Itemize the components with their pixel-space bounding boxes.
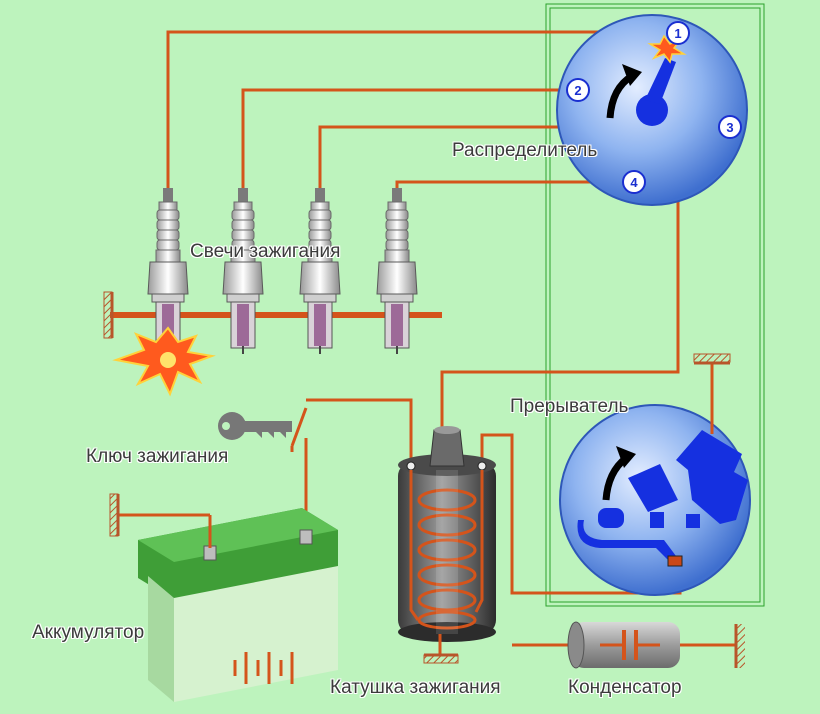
condenser-ground xyxy=(734,624,745,668)
condenser-label: Конденсатор xyxy=(568,677,682,698)
breaker-label: Прерыватель xyxy=(510,396,629,417)
key-icon xyxy=(218,412,292,440)
coil-ground xyxy=(423,634,459,664)
spark-plug-4 xyxy=(376,187,418,355)
distributor-terminal-2: 2 xyxy=(566,78,590,102)
breaker-cam xyxy=(628,464,678,512)
svg-text:1: 1 xyxy=(674,26,681,41)
distributor-terminal-1: 1 xyxy=(666,21,690,45)
ignition-coil-label: Катушка зажигания xyxy=(330,677,501,698)
distributor-terminal-4: 4 xyxy=(622,170,646,194)
breaker xyxy=(559,404,751,596)
breaker-ground xyxy=(693,353,731,434)
spark-plug-3 xyxy=(299,187,341,355)
ignition-coil xyxy=(398,426,496,642)
ignition-switch-contact xyxy=(290,407,308,447)
spark-plug-2 xyxy=(222,187,264,355)
distributor-label: Распределитель xyxy=(452,140,598,161)
breaker-arm xyxy=(676,430,748,524)
condenser xyxy=(567,621,680,669)
ignition-key-label: Ключ зажигания xyxy=(86,446,229,467)
engine-ground-bar xyxy=(103,291,442,339)
battery xyxy=(138,508,338,702)
battery-ground xyxy=(109,493,212,548)
rotation-arrow-icon xyxy=(602,446,636,501)
distributor-terminal-3: 3 xyxy=(718,115,742,139)
rotation-arrow-icon xyxy=(606,64,642,119)
rotor-arm xyxy=(645,58,676,104)
svg-text:2: 2 xyxy=(574,83,581,98)
svg-text:3: 3 xyxy=(726,120,733,135)
spark-plugs-label: Свечи зажигания xyxy=(190,241,341,262)
distributor xyxy=(556,14,748,206)
svg-text:4: 4 xyxy=(630,175,638,190)
battery-label: Аккумулятор xyxy=(32,622,145,643)
